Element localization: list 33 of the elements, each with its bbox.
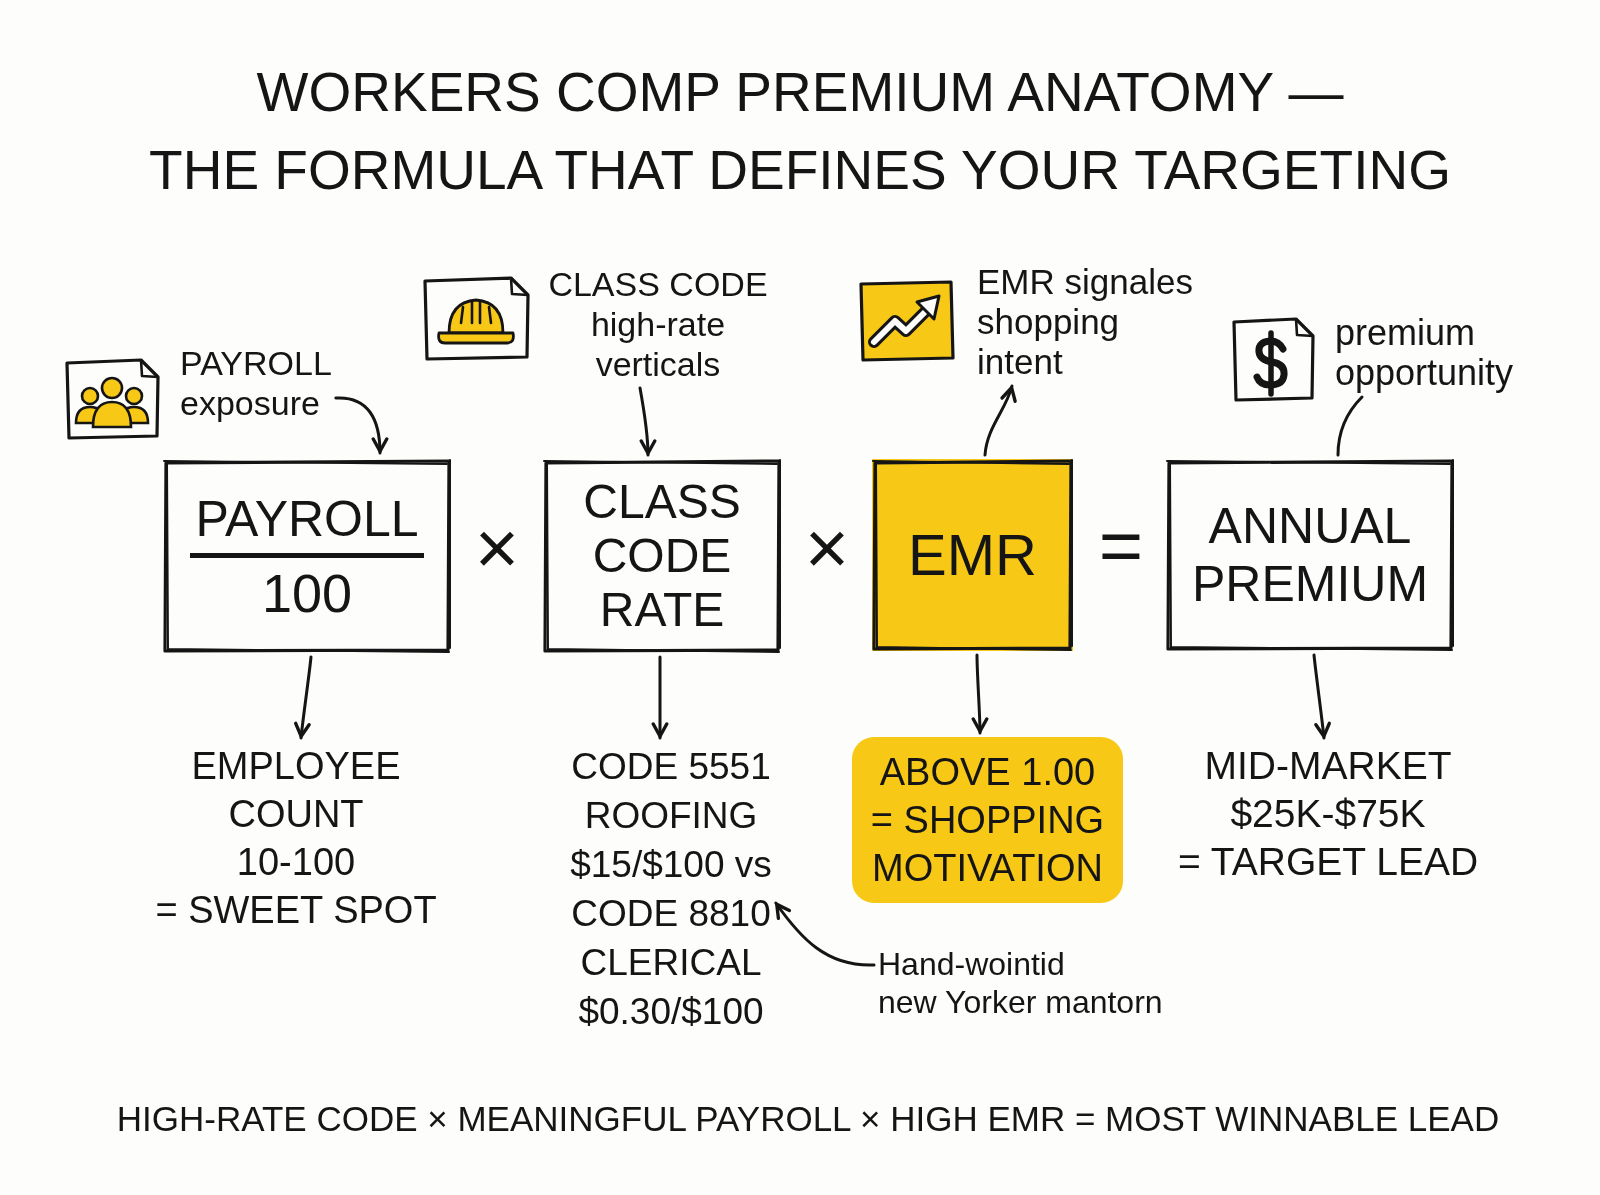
formula-box — [163, 459, 451, 653]
diagram-title: WORKERS COMP PREMIUM ANATOMY — THE FORMULA THAT DEFINES YOUR TARGETING — [149, 60, 1451, 203]
arrow — [334, 396, 388, 455]
connector-line — [1336, 395, 1364, 457]
fraction-numerator: PAYROLL — [195, 490, 419, 548]
result-text: CODE 5551 ROOFING $15/$100 vs CODE 8810 CLERICAL $0.30/$100 — [570, 742, 772, 1036]
arrow — [983, 384, 1017, 457]
annotation-text: PAYROLL exposure — [180, 343, 332, 423]
math-operator: × — [804, 510, 850, 586]
annotation-text: CLASS CODE high-rate verticals — [548, 264, 768, 384]
arrow — [294, 655, 313, 740]
arrow — [638, 386, 657, 457]
arrow — [1312, 653, 1331, 740]
math-operator: × — [474, 510, 520, 586]
note-text: Hand-wointid new Yorker mantorn — [878, 945, 1163, 1021]
arrow — [774, 901, 876, 967]
arrow — [971, 653, 989, 735]
arrow — [651, 655, 669, 740]
result-text: ABOVE 1.00 = SHOPPING MOTIVATION — [870, 750, 1105, 891]
highlight-box — [872, 459, 1073, 651]
formula-term: CLASS CODE RATE — [583, 475, 741, 637]
annotation-text: premium opportunity — [1335, 313, 1514, 393]
formula-term: EMR — [908, 523, 1037, 587]
result-text: EMPLOYEE COUNT 10-100 = SWEET SPOT — [155, 742, 437, 934]
formula-box — [1166, 459, 1454, 651]
fraction-denominator: 100 — [261, 564, 353, 622]
formula-box — [543, 459, 781, 653]
formula-term: ANNUAL PREMIUM — [1191, 497, 1429, 613]
formula-summary: HIGH-RATE CODE × MEANINGFUL PAYROLL × HIGH EMR = MOST WINNABLE LEAD — [116, 1098, 1500, 1140]
annotation-text: EMR signales shopping intent — [977, 262, 1193, 382]
result-text: MID-MARKET $25K-$75K = TARGET LEAD — [1177, 742, 1479, 886]
math-operator: = — [1098, 508, 1144, 584]
highlight-box — [852, 737, 1123, 903]
